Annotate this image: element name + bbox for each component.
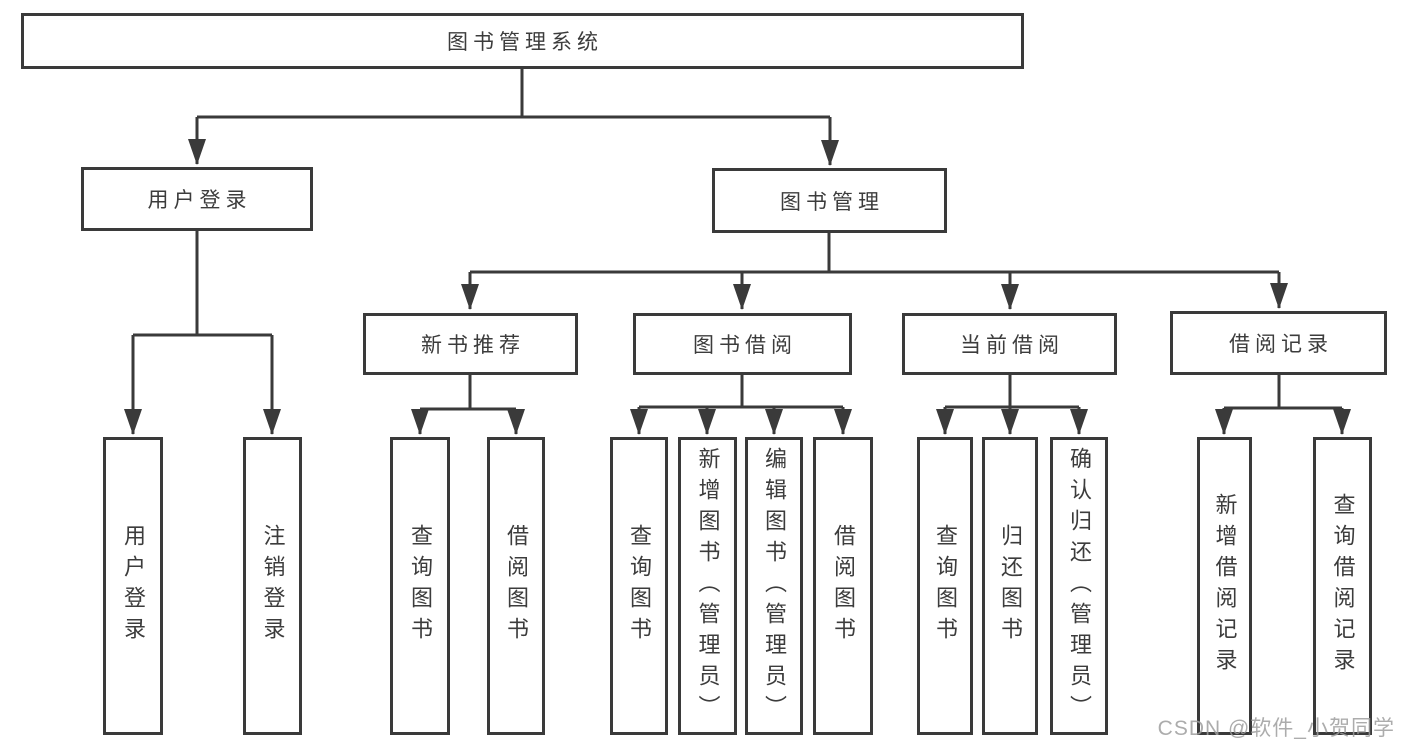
node-borrowing-records: 借阅记录	[1170, 311, 1387, 375]
node-label: 查询图书	[408, 524, 433, 648]
leaf-bb-add-book-admin: 新增图书（管理员）	[678, 437, 737, 735]
node-label: 借阅图书	[831, 524, 856, 648]
leaf-user-login: 用户登录	[103, 437, 163, 735]
leaf-br-add-record: 新增借阅记录	[1197, 437, 1252, 735]
leaf-bb-borrow-book: 借阅图书	[813, 437, 873, 735]
leaf-bb-edit-book-admin: 编辑图书（管理员）	[745, 437, 803, 735]
leaf-bb-query-book: 查询图书	[610, 437, 668, 735]
node-label: 新增借阅记录	[1212, 493, 1238, 679]
node-label: 编辑图书（管理员）	[762, 446, 787, 726]
node-label: 查询图书	[933, 524, 958, 648]
node-label: 图书借阅	[693, 334, 797, 357]
leaf-cb-return-book: 归还图书	[982, 437, 1038, 735]
leaf-nbr-query-book: 查询图书	[390, 437, 450, 735]
node-current-borrowing: 当前借阅	[902, 313, 1117, 375]
node-book-borrowing: 图书借阅	[633, 313, 852, 375]
node-label: 归还图书	[998, 524, 1023, 648]
node-label: 查询借阅记录	[1330, 493, 1356, 679]
node-book-management: 图书管理	[712, 168, 947, 233]
node-label: 新书推荐	[421, 334, 525, 357]
node-label: 用户登录	[121, 524, 146, 648]
node-library-management-system: 图书管理系统	[21, 13, 1024, 69]
node-label: 图书管理系统	[447, 31, 603, 54]
node-label: 确认归还（管理员）	[1067, 446, 1092, 726]
node-label: 借阅图书	[504, 524, 529, 648]
leaf-cb-confirm-return-admin: 确认归还（管理员）	[1050, 437, 1108, 735]
node-label: 当前借阅	[960, 334, 1064, 357]
leaf-logout-login: 注销登录	[243, 437, 302, 735]
node-user-login: 用户登录	[81, 167, 313, 231]
node-label: 注销登录	[260, 524, 286, 648]
node-label: 新增图书（管理员）	[695, 446, 721, 726]
node-label: 图书管理	[780, 190, 884, 214]
leaf-cb-query-book: 查询图书	[917, 437, 973, 735]
node-label: 借阅记录	[1229, 333, 1333, 356]
node-new-book-recommendation: 新书推荐	[363, 313, 578, 375]
node-label: 用户登录	[147, 189, 252, 212]
leaf-nbr-borrow-book: 借阅图书	[487, 437, 545, 735]
leaf-br-query-record: 查询借阅记录	[1313, 437, 1372, 735]
node-label: 查询图书	[627, 524, 652, 648]
